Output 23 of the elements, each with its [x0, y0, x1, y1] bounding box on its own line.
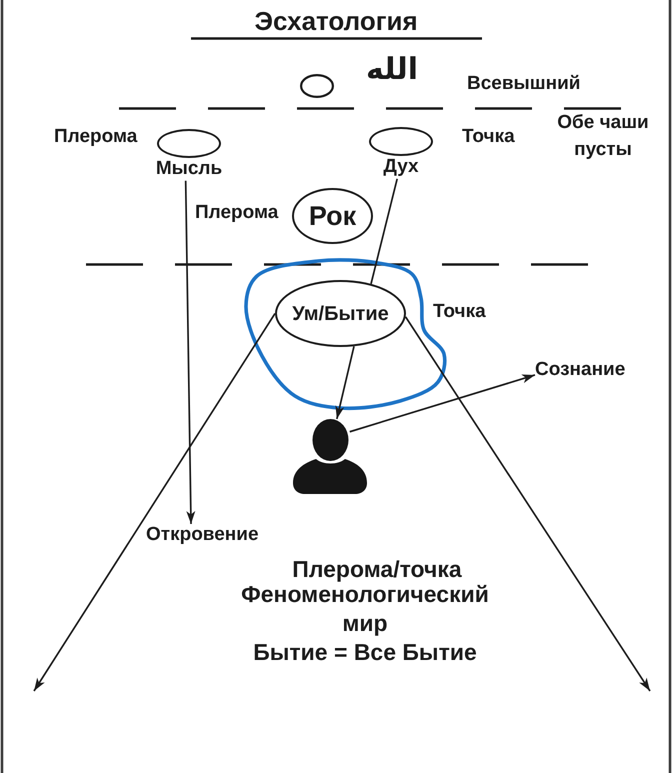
caption-text: Феноменологический мир [241, 581, 489, 638]
concept-label: Сознание [535, 359, 626, 382]
arrow [350, 374, 536, 433]
text-label: Плерома [54, 126, 138, 149]
caption-text: Бытие = Все Бытие [253, 638, 477, 667]
text-label: Точка [433, 301, 486, 324]
text-label: Плерома [195, 202, 278, 225]
caption-text: Плерома/точка [292, 555, 462, 584]
person-icon [292, 419, 368, 494]
connector-line [370, 178, 398, 284]
arabic-text: الله [366, 52, 418, 88]
arrow [184, 180, 196, 524]
arrow [33, 313, 276, 692]
empty-ellipse [300, 74, 334, 98]
text-label: Всевышний [467, 73, 580, 96]
text-label: Обе чаши пусты [556, 111, 650, 162]
arrow [335, 346, 355, 420]
concept-label: Откровение [146, 524, 259, 547]
ellipse-node: Ум/Бытие [275, 280, 406, 347]
text-label: Точка [462, 126, 515, 149]
title: Эсхатология [254, 6, 418, 38]
ellipse-node: Рок [292, 188, 373, 244]
arrow [404, 316, 651, 692]
